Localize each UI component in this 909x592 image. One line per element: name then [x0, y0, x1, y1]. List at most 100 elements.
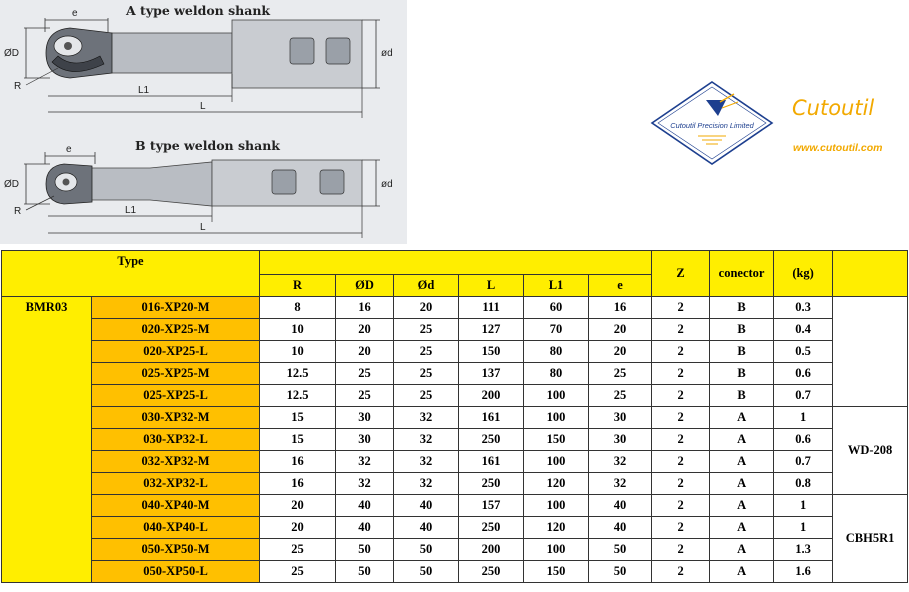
dims-group-header — [259, 250, 653, 275]
cell-D: 20 — [335, 318, 395, 341]
type-code-cell: 040-XP40-M — [90, 494, 261, 517]
cell-kg: 1 — [773, 406, 834, 429]
col-header-e: e — [588, 274, 653, 297]
cell-L1: 100 — [523, 406, 590, 429]
cell-L1: 60 — [523, 296, 590, 319]
cell-kg: 0.8 — [773, 472, 834, 495]
cell-e: 30 — [588, 406, 653, 429]
series-cell: BMR03 — [1, 296, 92, 583]
type-code-cell: 030-XP32-L — [90, 428, 261, 451]
logo-badge-text: Cutoutil Precision Limited — [670, 121, 754, 130]
cell-L1: 100 — [523, 538, 590, 561]
cell-D: 50 — [335, 538, 395, 561]
cell-z: 2 — [651, 560, 711, 583]
cell-e: 16 — [588, 296, 653, 319]
col-header-z: Z — [651, 250, 711, 297]
cell-D: 20 — [335, 340, 395, 363]
cell-d: 25 — [393, 318, 460, 341]
dim-R-b: R — [14, 206, 21, 217]
cell-e: 20 — [588, 340, 653, 363]
cell-conector: A — [709, 472, 775, 495]
cell-L: 200 — [458, 538, 525, 561]
tool-drawing: A type weldon shank e ØD ød R L1 — [0, 0, 407, 244]
cell-kg: 0.6 — [773, 362, 834, 385]
cell-kg: 1 — [773, 494, 834, 517]
cell-z: 2 — [651, 384, 711, 407]
cell-e: 32 — [588, 472, 653, 495]
cell-D: 32 — [335, 450, 395, 473]
dim-R-a: R — [14, 81, 21, 92]
brand-url[interactable]: www.cutoutil.com — [793, 142, 883, 154]
cell-conector: B — [709, 296, 775, 319]
cell-r: 16 — [259, 472, 337, 495]
cell-conector: A — [709, 516, 775, 539]
type-code-cell: 032-XP32-L — [90, 472, 261, 495]
header-row-1: Type Z conector (kg) — [0, 250, 909, 297]
cell-D: 50 — [335, 560, 395, 583]
col-header-insert — [832, 250, 909, 297]
type-code-cell: 050-XP50-L — [90, 560, 261, 583]
cell-e: 32 — [588, 450, 653, 473]
dim-L1-a: L1 — [138, 85, 150, 96]
cell-r: 20 — [259, 494, 337, 517]
cell-d: 25 — [393, 362, 460, 385]
cell-conector: A — [709, 494, 775, 517]
brand-logo: Cutoutil Precision Limited — [648, 78, 898, 168]
dim-D-a: ØD — [4, 48, 19, 59]
cell-L1: 150 — [523, 560, 590, 583]
label-a-type: A type weldon shank — [125, 3, 270, 18]
type-code-cell: 032-XP32-M — [90, 450, 261, 473]
cell-e: 25 — [588, 384, 653, 407]
cell-kg: 1.3 — [773, 538, 834, 561]
cell-L: 127 — [458, 318, 525, 341]
cell-r: 10 — [259, 318, 337, 341]
cell-kg: 0.5 — [773, 340, 834, 363]
cell-conector: B — [709, 384, 775, 407]
label-b-type: B type weldon shank — [135, 138, 280, 153]
cell-z: 2 — [651, 450, 711, 473]
cell-kg: 1.6 — [773, 560, 834, 583]
type-header: Type — [0, 250, 261, 297]
dim-D-b: ØD — [4, 179, 19, 190]
dim-L1-b: L1 — [125, 205, 137, 216]
type-code-cell: 016-XP20-M — [90, 296, 261, 319]
cell-D: 30 — [335, 428, 395, 451]
cell-L1: 100 — [523, 450, 590, 473]
logo-badge: Cutoutil Precision Limited — [650, 81, 774, 165]
type-code-cell: 025-XP25-L — [90, 384, 261, 407]
type-code-cell: 020-XP25-L — [90, 340, 261, 363]
dim-d-b: ød — [381, 179, 393, 190]
cell-kg: 0.7 — [773, 450, 834, 473]
weldon-flat-a1 — [289, 37, 315, 65]
dim-L-a: L — [200, 101, 206, 112]
col-header-D: ØD — [335, 274, 395, 297]
cell-D: 32 — [335, 472, 395, 495]
cell-d: 32 — [393, 472, 460, 495]
cell-L: 157 — [458, 494, 525, 517]
cell-z: 2 — [651, 340, 711, 363]
col-header-L: L — [458, 274, 525, 297]
cell-e: 40 — [588, 516, 653, 539]
cell-L: 250 — [458, 428, 525, 451]
dim-e-b: e — [66, 144, 72, 155]
cell-r: 15 — [259, 406, 337, 429]
col-header-d: Ød — [393, 274, 460, 297]
cell-L: 250 — [458, 472, 525, 495]
cell-z: 2 — [651, 516, 711, 539]
cell-d: 25 — [393, 384, 460, 407]
weldon-flat-b2 — [319, 169, 345, 195]
cell-z: 2 — [651, 362, 711, 385]
type-code-cell: 030-XP32-M — [90, 406, 261, 429]
cell-D: 16 — [335, 296, 395, 319]
col-header-L1: L1 — [523, 274, 590, 297]
cell-L: 137 — [458, 362, 525, 385]
cell-L1: 120 — [523, 472, 590, 495]
brand-name: Cutoutil — [792, 96, 875, 120]
